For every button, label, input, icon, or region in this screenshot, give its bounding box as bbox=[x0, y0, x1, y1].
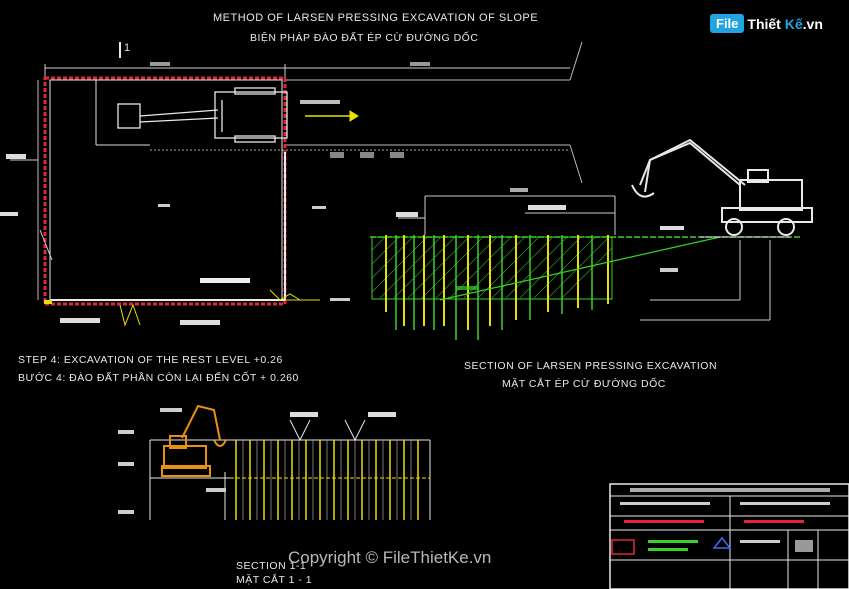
section-1-1 bbox=[118, 404, 431, 520]
copyright-watermark: Copyright © FileThietKe.vn bbox=[288, 548, 492, 567]
step4-english: STEP 4: EXCAVATION OF THE REST LEVEL +0.… bbox=[18, 354, 283, 366]
logo-text-b: Kế bbox=[784, 15, 803, 32]
site-logo[interactable]: File Thiết Kế.vn bbox=[710, 14, 823, 33]
section-mark-top: 1 bbox=[124, 42, 131, 54]
excavator-side-icon bbox=[631, 138, 813, 236]
direction-arrow-icon bbox=[305, 110, 359, 122]
title-vietnamese: BIỆN PHÁP ĐÀO ĐẤT ÉP CỪ ĐƯỜNG DỐC bbox=[250, 32, 479, 44]
section11-vietnamese: MẶT CẮT 1 - 1 bbox=[236, 574, 313, 586]
step4-vietnamese: BƯỚC 4: ĐÀO ĐẤT PHẦN CÒN LẠI ĐẾN CỐT + 0… bbox=[18, 372, 299, 384]
logo-text-a: Thiết bbox=[747, 15, 785, 32]
title-english: METHOD OF LARSEN PRESSING EXCAVATION OF … bbox=[213, 12, 539, 24]
excavator-plan-icon bbox=[117, 87, 288, 143]
plan-view bbox=[0, 41, 583, 327]
slope-section bbox=[370, 138, 813, 340]
section-title-english: SECTION OF LARSEN PRESSING EXCAVATION bbox=[464, 360, 718, 372]
logo-brand: File bbox=[710, 14, 745, 33]
excavator-orange-icon bbox=[161, 404, 227, 477]
logo-text: Thiết Kế.vn bbox=[747, 16, 822, 32]
section-title-vietnamese: MẶT CẮT ÉP CỪ ĐƯỜNG DỐC bbox=[502, 378, 666, 390]
title-block bbox=[609, 483, 849, 589]
title-block-text bbox=[620, 488, 830, 552]
section11-english: SECTION 1-1 bbox=[236, 560, 307, 572]
logo-suffix: .vn bbox=[802, 15, 823, 32]
